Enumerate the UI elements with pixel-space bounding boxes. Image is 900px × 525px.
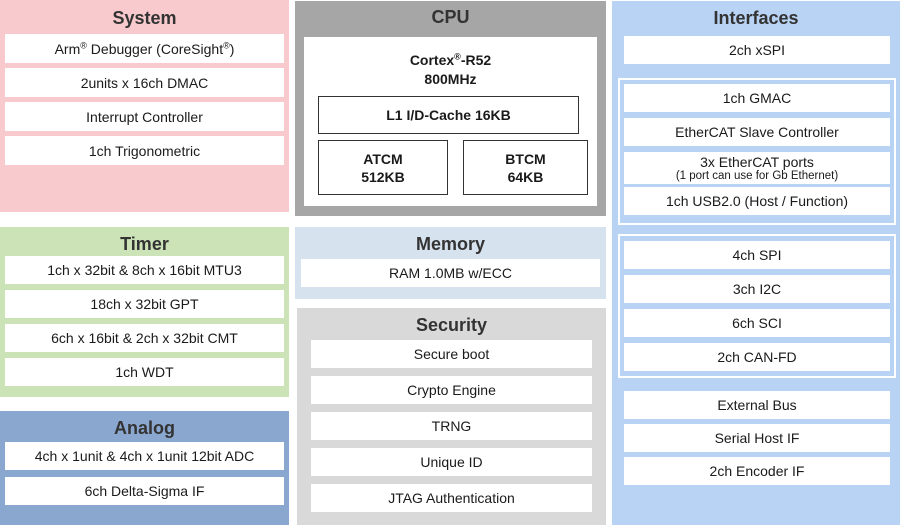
security-item-trng: TRNG [311, 412, 592, 440]
cpu-atcm: ATCM 512KB [318, 140, 448, 195]
cpu-panel: CPU Cortex®-R52 800MHz L1 I/D-Cache 16KB… [295, 1, 606, 216]
interfaces-item-xspi: 2ch xSPI [624, 36, 890, 64]
ethercat-ports-note: (1 port can use for Gb Ethernet) [675, 169, 839, 182]
cpu-btcm: BTCM 64KB [463, 140, 588, 195]
memory-panel: Memory RAM 1.0MB w/ECC [295, 227, 606, 299]
analog-item-adc: 4ch x 1unit & 4ch x 1unit 12bit ADC [5, 442, 284, 470]
interfaces-ethernet-group [618, 78, 896, 225]
cpu-title: CPU [431, 7, 470, 27]
timer-item-gpt: 18ch x 32bit GPT [5, 290, 284, 318]
cpu-btcm-size: 64KB [507, 168, 544, 185]
timer-item-cmt: 6ch x 16bit & 2ch x 32bit CMT [5, 324, 284, 352]
system-panel: System Arm® Debugger (CoreSight®) 2units… [0, 0, 289, 212]
interfaces-serial-group [618, 234, 896, 378]
interfaces-item-i2c: 3ch I2C [624, 275, 890, 303]
security-item-secure-boot: Secure boot [311, 340, 592, 368]
interfaces-item-can-fd: 2ch CAN-FD [624, 343, 890, 371]
timer-item-mtu3: 1ch x 32bit & 8ch x 16bit MTU3 [5, 256, 284, 284]
cpu-frequency: 800MHz [424, 71, 477, 87]
system-title: System [112, 8, 177, 28]
interfaces-item-encoder-if: 2ch Encoder IF [624, 457, 890, 485]
ethercat-ports-label: 3x EtherCAT ports [700, 153, 814, 170]
interfaces-item-ethercat-slave: EtherCAT Slave Controller [624, 118, 890, 146]
interfaces-item-ethercat-ports: 3x EtherCAT ports (1 port can use for Gb… [624, 152, 890, 184]
interfaces-item-usb: 1ch USB2.0 (Host / Function) [624, 187, 890, 215]
interfaces-item-spi: 4ch SPI [624, 241, 890, 269]
cpu-core-name: Cortex®-R52 [409, 51, 492, 68]
security-item-jtag: JTAG Authentication [311, 484, 592, 512]
system-item-interrupt-controller: Interrupt Controller [5, 102, 284, 131]
cpu-l1-cache: L1 I/D-Cache 16KB [318, 96, 579, 134]
analog-title: Analog [114, 418, 175, 438]
analog-panel: Analog 4ch x 1unit & 4ch x 1unit 12bit A… [0, 411, 289, 525]
cpu-atcm-size: 512KB [361, 168, 405, 185]
cpu-core-area: Cortex®-R52 800MHz L1 I/D-Cache 16KB ATC… [304, 37, 597, 206]
security-panel: Security Secure boot Crypto Engine TRNG … [297, 308, 606, 525]
interfaces-item-sci: 6ch SCI [624, 309, 890, 337]
memory-title: Memory [415, 234, 486, 254]
interfaces-item-external-bus: External Bus [624, 391, 890, 419]
system-item-trigonometric: 1ch Trigonometric [5, 136, 284, 165]
system-item-debugger: Arm® Debugger (CoreSight®) [5, 34, 284, 63]
timer-title: Timer [120, 234, 169, 254]
security-item-unique-id: Unique ID [311, 448, 592, 476]
interfaces-item-serial-host-if: Serial Host IF [624, 424, 890, 452]
interfaces-item-gmac: 1ch GMAC [624, 84, 890, 112]
timer-panel: Timer 1ch x 32bit & 8ch x 16bit MTU3 18c… [0, 227, 289, 397]
interfaces-title: Interfaces [713, 8, 799, 28]
security-item-crypto-engine: Crypto Engine [311, 376, 592, 404]
interfaces-panel: Interfaces 2ch xSPI 1ch GMAC EtherCAT Sl… [612, 1, 900, 525]
cpu-btcm-label: BTCM [505, 150, 546, 167]
system-item-dmac: 2units x 16ch DMAC [5, 68, 284, 97]
analog-item-delta-sigma: 6ch Delta-Sigma IF [5, 477, 284, 505]
memory-item-ram: RAM 1.0MB w/ECC [301, 259, 600, 287]
security-title: Security [415, 315, 488, 335]
timer-item-wdt: 1ch WDT [5, 358, 284, 386]
cpu-atcm-label: ATCM [363, 150, 403, 167]
